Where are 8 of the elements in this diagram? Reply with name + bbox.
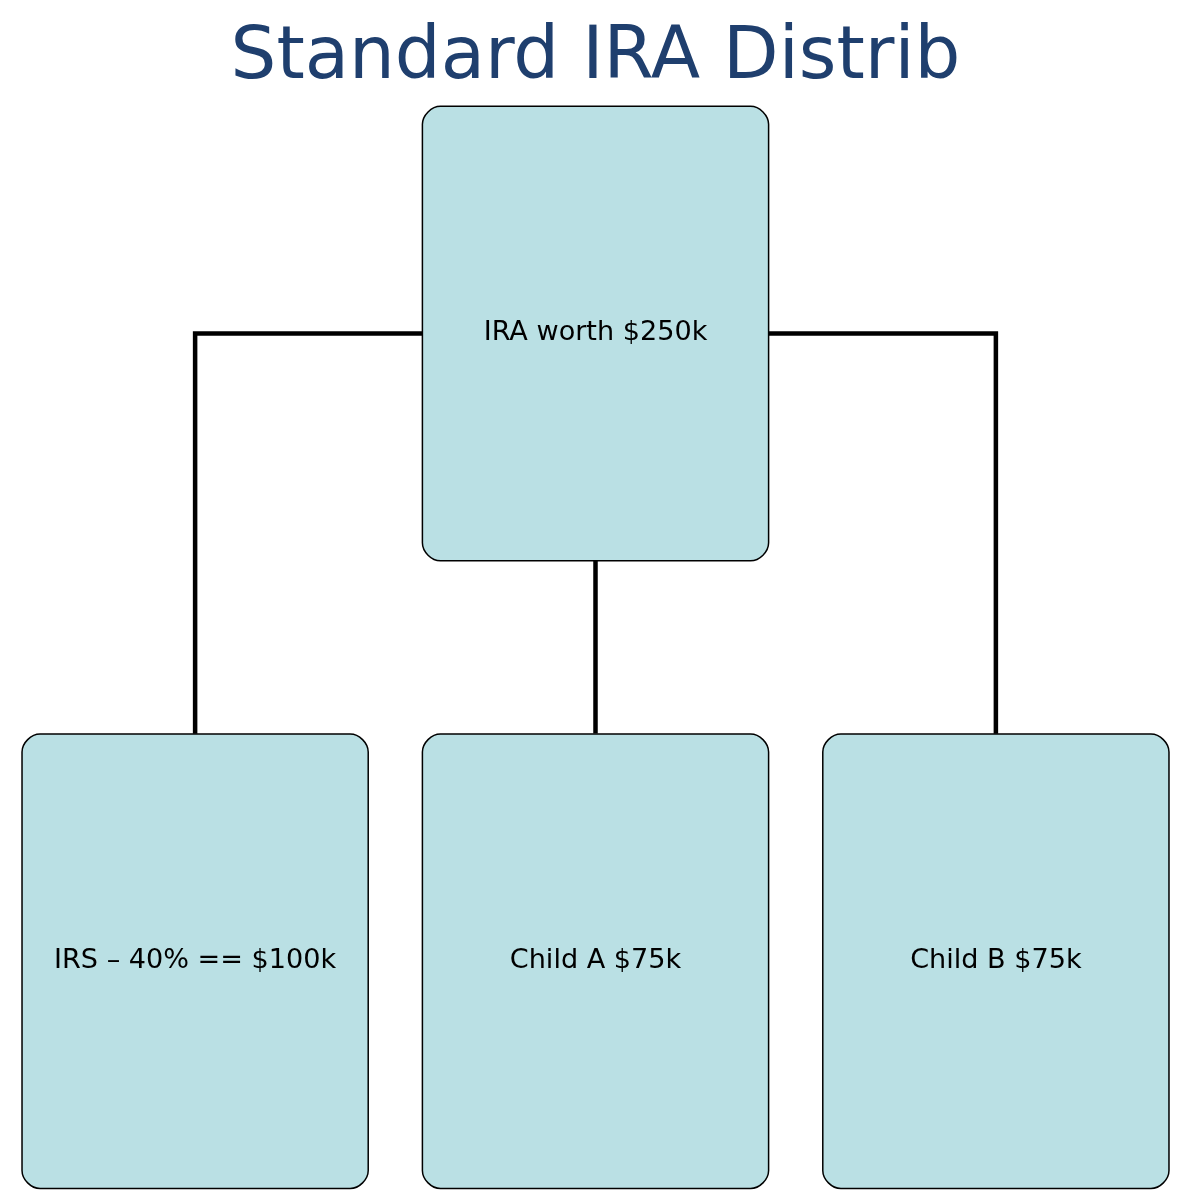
connector	[592, 561, 598, 734]
node-box: IRA worth $250k	[421, 105, 769, 562]
diagram-title: Standard IRA Distrib	[230, 11, 960, 96]
connector	[192, 331, 422, 734]
node-box: IRS – 40% == $100k	[20, 733, 369, 1190]
node-box: Child A $75k	[421, 733, 769, 1190]
node-box: Child B $75k	[821, 733, 1170, 1190]
connector	[768, 331, 998, 734]
